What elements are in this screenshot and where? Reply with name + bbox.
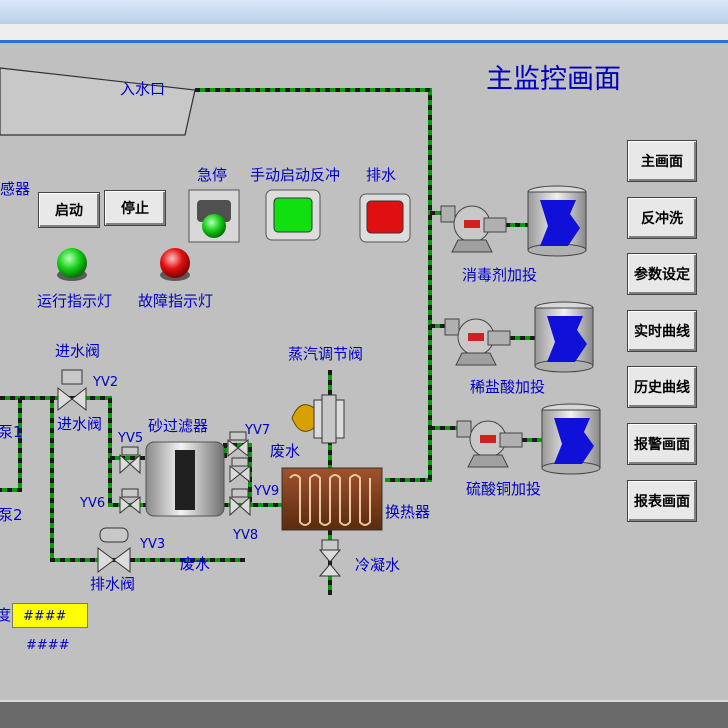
valve-tag-yv6: YV6 <box>80 496 106 511</box>
inlet-valve-label: 进水阀 <box>55 342 101 360</box>
dosing-pump-3 <box>456 420 523 468</box>
estop-label: 急停 <box>197 166 228 184</box>
nav-main-screen-button[interactable]: 主画面 <box>627 140 697 182</box>
inlet-hopper <box>0 67 196 136</box>
steam-valve-actuator <box>291 404 315 432</box>
valve-tag-yv8: YV8 <box>233 528 259 543</box>
nav-report-button[interactable]: 报表画面 <box>627 480 697 522</box>
valve-tag-yv7: YV7 <box>245 423 271 438</box>
waste-water-label-2: 废水 <box>270 442 301 460</box>
drum-dilute-acid <box>534 301 594 373</box>
sand-filter-label: 砂过滤器 <box>148 417 209 435</box>
nav-backwash-button[interactable]: 反冲洗 <box>627 197 697 239</box>
valve-tag-yv2: YV2 <box>93 375 119 390</box>
estop-switch[interactable] <box>189 190 239 242</box>
copper-sulfate-label: 硫酸铜加投 <box>466 480 542 498</box>
dosing-pump-2 <box>444 318 511 366</box>
sand-filter-window <box>175 450 195 510</box>
fault-light <box>160 248 190 278</box>
drum-copper-sulfate <box>541 403 601 475</box>
manual-backwash-switch[interactable] <box>266 190 320 240</box>
heat-exchanger-body <box>281 467 383 531</box>
steam-valve-label: 蒸汽调节阀 <box>288 345 364 363</box>
nav-parameters-button[interactable]: 参数设定 <box>627 253 697 295</box>
dosing-pump-1 <box>440 205 507 253</box>
drain-lamp <box>366 200 404 234</box>
inlet-valve-label-2: 进水阀 <box>57 415 103 433</box>
menu-bar <box>0 24 728 43</box>
inlet-label: 入水口 <box>120 80 166 98</box>
run-light <box>57 248 87 278</box>
sensor-label: 感器 <box>0 180 31 198</box>
valve-tag-yv3: YV3 <box>140 537 166 552</box>
valve-tag-yv9: YV9 <box>254 484 280 499</box>
estop-knob <box>197 200 231 222</box>
nav-realtime-curve-button[interactable]: 实时曲线 <box>627 310 697 352</box>
window-titlebar <box>0 0 728 24</box>
nav-history-curve-button[interactable]: 历史曲线 <box>627 366 697 408</box>
heat-exchanger-label: 换热器 <box>385 503 431 521</box>
page-title: 主监控画面 <box>486 64 621 95</box>
valve-tag-yv5: YV5 <box>118 431 144 446</box>
drum-disinfectant <box>527 185 587 257</box>
valves <box>57 369 342 577</box>
waste-water-label-1: 废水 <box>180 555 211 573</box>
pump2-label: 泵2 <box>0 506 23 524</box>
disinfectant-label: 消毒剂加投 <box>462 266 538 284</box>
run-indicator-label: 运行指示灯 <box>37 292 113 310</box>
value-display-box: #### <box>12 603 88 628</box>
drain-valve-label: 排水阀 <box>90 575 136 593</box>
pump1-label: 泵1 <box>0 423 23 441</box>
nav-alarm-button[interactable]: 报警画面 <box>627 423 697 465</box>
start-button[interactable]: 启动 <box>38 192 100 228</box>
bottom-bar <box>0 700 728 728</box>
dilute-acid-label: 稀盐酸加投 <box>470 378 546 396</box>
estop-lamp <box>202 214 226 238</box>
display-label: 度 <box>0 606 12 624</box>
manual-backwash-lamp <box>273 197 313 233</box>
drain-switch[interactable] <box>360 194 410 242</box>
hmi-canvas <box>0 44 728 700</box>
condensate-label: 冷凝水 <box>355 556 401 574</box>
fault-indicator-label: 故障指示灯 <box>138 292 214 310</box>
value-text: #### <box>26 638 70 653</box>
drain-label: 排水 <box>366 166 397 184</box>
stop-button[interactable]: 停止 <box>104 190 166 226</box>
manual-backwash-label: 手动启动反冲 <box>250 166 341 184</box>
